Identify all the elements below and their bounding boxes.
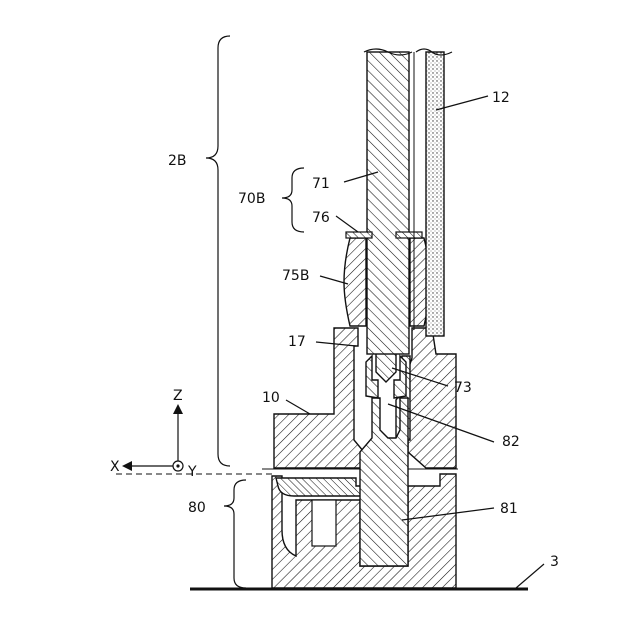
shaft-71 [367, 52, 409, 354]
brace-80 [224, 480, 246, 588]
label-10: 10 [262, 390, 280, 406]
label-71: 71 [312, 176, 330, 192]
leader-10 [286, 400, 310, 414]
axis-label-x: X [110, 459, 120, 475]
y-axis-dot [176, 464, 179, 467]
label-82: 82 [502, 434, 520, 450]
label-80: 80 [188, 500, 206, 516]
brace-70b [282, 168, 304, 232]
leader-76 [336, 216, 358, 232]
x-axis-arrow [122, 461, 132, 471]
label-81: 81 [500, 501, 518, 517]
retainer-76-left [346, 232, 372, 238]
brace-2b [206, 36, 230, 466]
label-17: 17 [288, 334, 306, 350]
axis-label-z: Z [173, 388, 183, 404]
label-73: 73 [454, 380, 472, 396]
label-75b: 75B [282, 268, 309, 284]
retainer-76-right [396, 232, 422, 238]
housing-10-right [408, 328, 456, 468]
label-3: 3 [550, 554, 559, 570]
label-2b: 2B [168, 153, 187, 169]
pin-73-tip [376, 352, 396, 382]
z-axis-arrow [173, 404, 183, 414]
terminal-81 [360, 398, 408, 566]
label-70b: 70B [238, 191, 265, 207]
gasket [276, 478, 362, 496]
tube-12 [426, 52, 444, 336]
axis-label-y: Y [187, 464, 197, 480]
leader-3 [516, 564, 544, 588]
label-76: 76 [312, 210, 330, 226]
label-12: 12 [492, 90, 510, 106]
seal-75b [344, 238, 366, 326]
housing-slot [312, 500, 336, 546]
